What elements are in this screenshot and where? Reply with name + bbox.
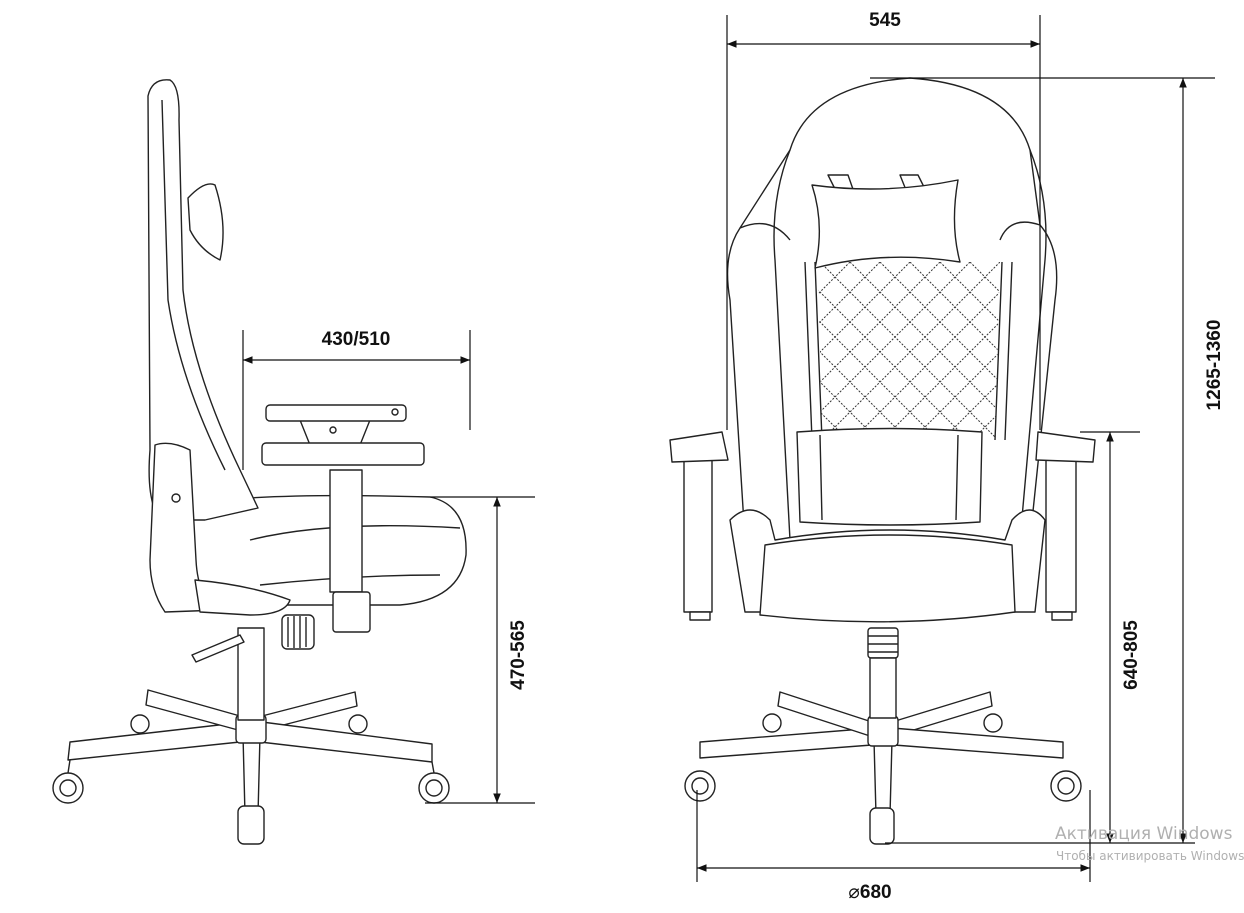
side-base <box>52 689 450 845</box>
front-seat <box>759 534 1016 623</box>
quilt-line <box>520 262 700 442</box>
side-headrest-pillow <box>187 183 224 261</box>
dimension-width: 545 <box>726 10 1041 430</box>
quilt-line <box>1150 262 1244 442</box>
quilt-line <box>490 262 670 442</box>
quilt-line <box>939 262 1000 440</box>
width-label: 545 <box>869 10 901 31</box>
front-headrest-pillow <box>811 179 961 269</box>
quilt-line <box>550 262 730 442</box>
dimension-total-height: 1265-1360 <box>870 77 1225 844</box>
front-gas-cover <box>867 627 899 659</box>
windows-activation-watermark-title: Активация Windows <box>1055 824 1233 844</box>
front-armrest-left <box>669 431 729 621</box>
quilt-line <box>849 262 1000 440</box>
armrest-height-label: 640-805 <box>1121 620 1142 690</box>
base-diameter-label: ⌀680 <box>848 882 891 903</box>
quilt-line <box>1150 262 1244 442</box>
front-view-chair <box>460 77 1244 845</box>
quilt-line <box>909 262 1000 440</box>
dimension-seat-depth: 430/510 <box>242 329 471 470</box>
quilt-line <box>460 262 640 442</box>
dimension-armrest-height: 640-805 <box>1080 431 1142 843</box>
windows-activation-watermark-text: Чтобы активировать Windows <box>1056 849 1244 863</box>
quilt-line <box>1120 262 1244 442</box>
quilt-line <box>550 262 730 442</box>
quilt-line <box>460 262 640 442</box>
front-gas-lift <box>869 657 897 719</box>
front-lumbar-pillow <box>796 427 983 526</box>
side-armrest <box>261 404 425 633</box>
quilt-line <box>490 262 670 442</box>
dimension-seat-height: 470-565 <box>425 496 535 804</box>
seat-height-label: 470-565 <box>508 620 529 690</box>
side-view-chair <box>52 79 467 845</box>
dimension-base-diameter: ⌀680 <box>696 790 1091 903</box>
side-tilt-knob <box>281 614 315 650</box>
quilt-line <box>520 262 700 442</box>
quilt-line <box>879 262 1000 440</box>
seat-depth-label: 430/510 <box>322 329 391 350</box>
front-armrest-right <box>1035 431 1096 621</box>
side-lever <box>191 634 245 663</box>
total-height-label: 1265-1360 <box>1204 320 1225 411</box>
front-base <box>684 691 1082 845</box>
front-backrest <box>726 77 1058 541</box>
quilt-line <box>1120 262 1244 442</box>
